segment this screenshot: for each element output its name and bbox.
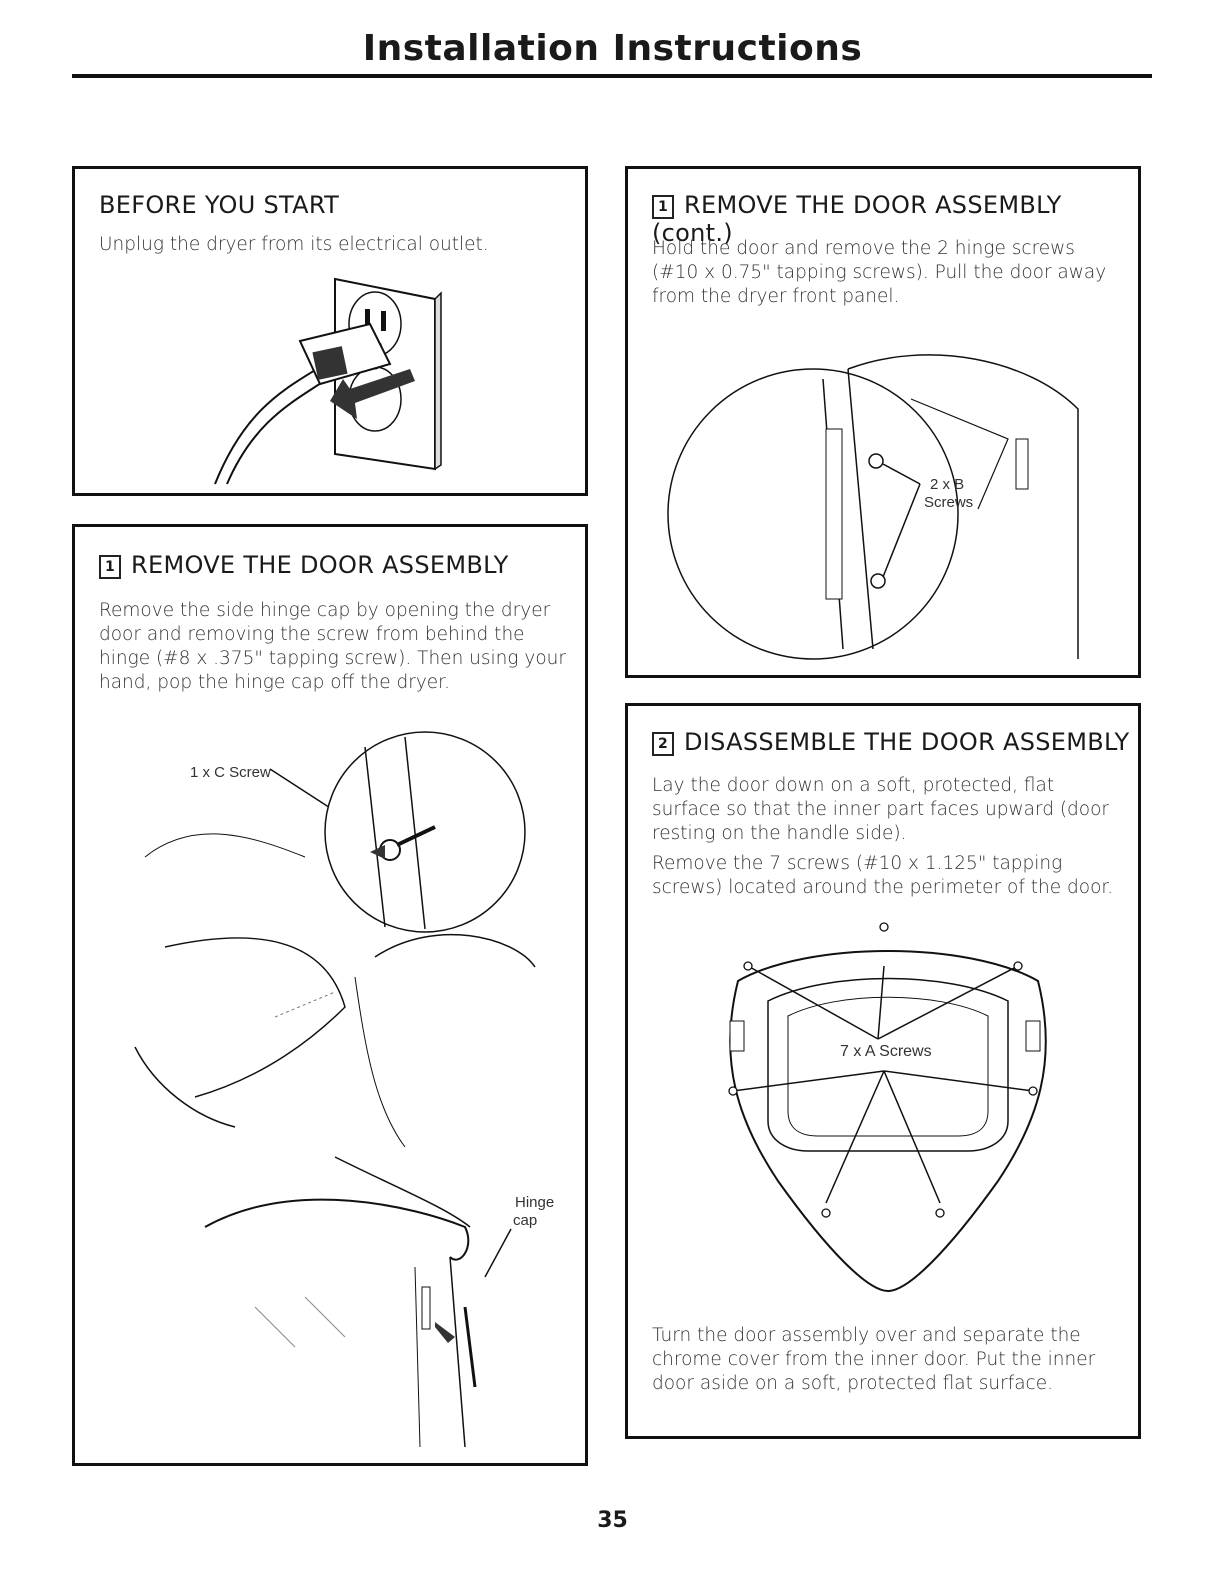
screw-callout-label: 1 x C Screw (190, 764, 271, 781)
page-number: 35 (597, 1508, 628, 1533)
hinge-cap-illustration: Hinge cap (204, 1156, 554, 1448)
step2-body-1: Lay the door down on a soft, protected, … (652, 775, 1110, 844)
before-you-start-panel: BEFORE YOU START Unplug the dryer from i… (72, 166, 588, 496)
step-number-badge: 1 (652, 195, 674, 219)
step-number-badge: 2 (652, 732, 674, 756)
title-rule (72, 74, 1152, 78)
step2-body-2: Remove the 7 screws (#10 x 1.125" tappin… (652, 853, 1114, 898)
before-body: Unplug the dryer from its electrical out… (99, 234, 489, 255)
hinge-screws-label-1: 2 x B (930, 476, 964, 493)
step2-panel: 2 DISASSEMBLE THE DOOR ASSEMBLY Lay the d… (625, 703, 1141, 1439)
step2-body-3: Turn the door assembly over and separate… (652, 1325, 1096, 1394)
step2-heading-text: DISASSEMBLE THE DOOR ASSEMBLY (684, 728, 1130, 756)
step1-body: Remove the side hinge cap by opening the… (99, 600, 566, 693)
step1-cont-heading-text: REMOVE THE DOOR ASSEMBLY (cont.) (652, 191, 1062, 247)
step1-cont-body: Hold the door and remove the 2 hinge scr… (652, 238, 1107, 307)
door-screws-label: 7 x A Screws (840, 1043, 932, 1060)
hinge-screw-illustration: 1 x C Screw (134, 731, 536, 1148)
door-screws-illustration: 7 x A Screws (728, 922, 1047, 1293)
step1-heading-text: REMOVE THE DOOR ASSEMBLY (131, 551, 509, 579)
before-heading: BEFORE YOU START (99, 191, 340, 219)
step-number-badge: 1 (99, 555, 121, 579)
hinge-cap-label-1: Hinge (515, 1194, 554, 1211)
step2-heading: 2 DISASSEMBLE THE DOOR ASSEMBLY (652, 728, 1129, 756)
unplug-illustration (214, 277, 442, 485)
page-title: Installation Instructions (362, 28, 863, 69)
hinge-screws-illustration: 2 x B Screws (667, 354, 1079, 660)
hinge-screws-label-2: Screws (924, 494, 973, 511)
hinge-cap-label-2: cap (513, 1212, 537, 1229)
step1-heading: 1 REMOVE THE DOOR ASSEMBLY (99, 551, 509, 579)
step1-panel: 1 REMOVE THE DOOR ASSEMBLY Remove the sid… (72, 524, 588, 1466)
